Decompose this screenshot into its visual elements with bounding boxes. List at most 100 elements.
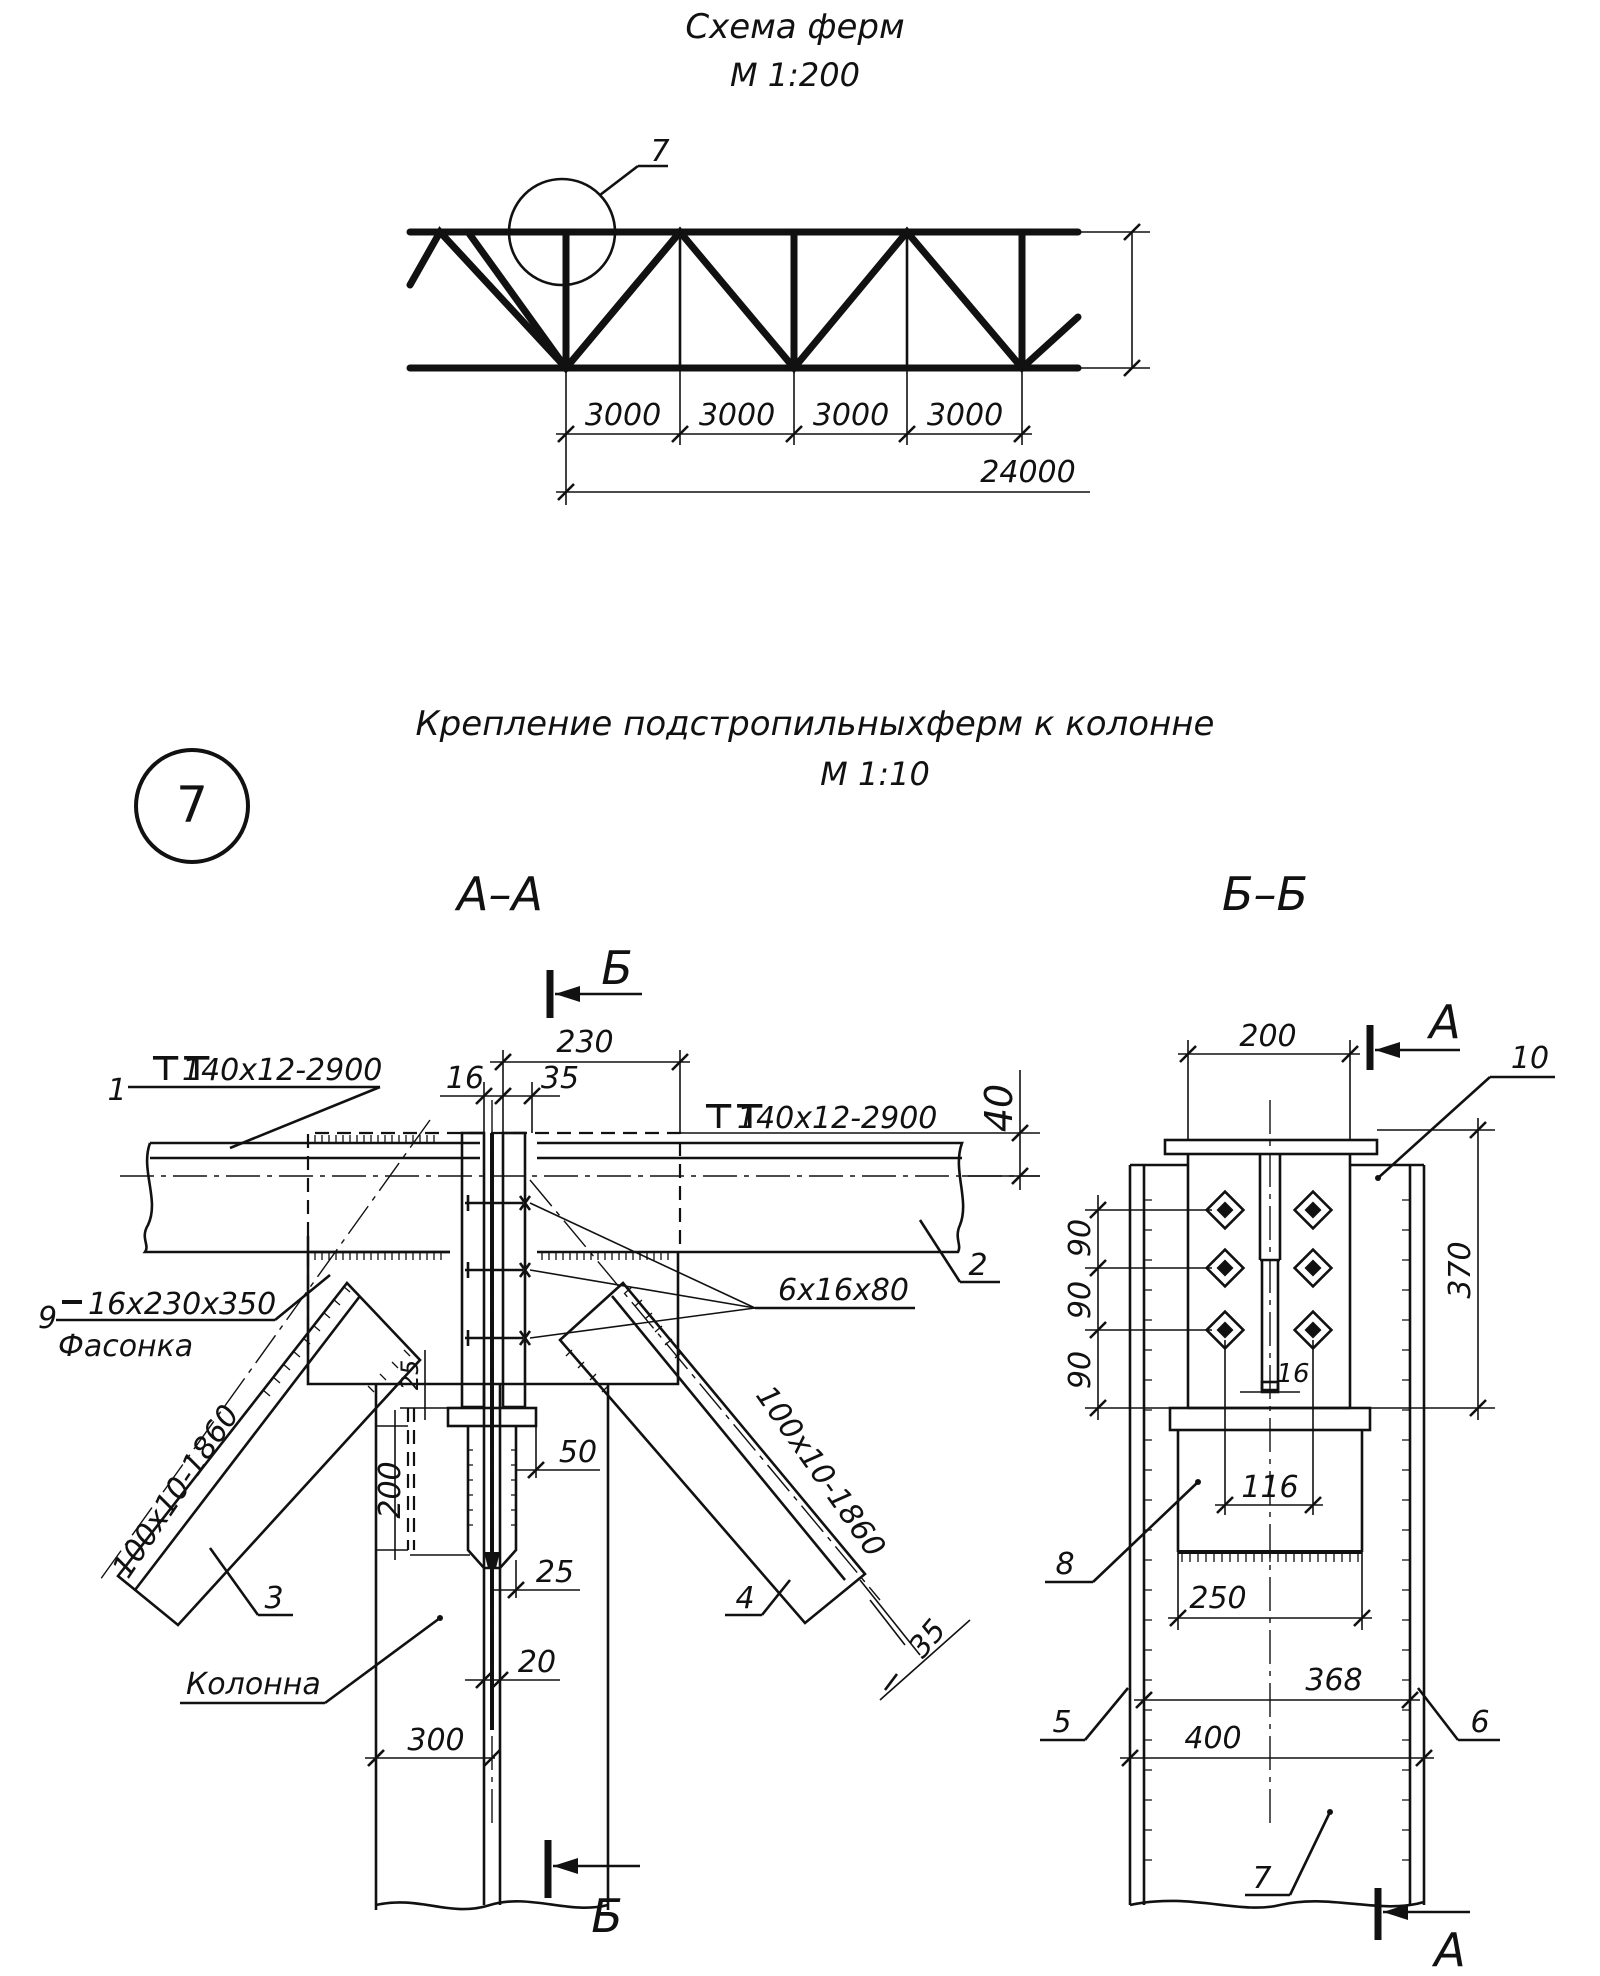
label-bolts-text: 6х16х80: [778, 1273, 909, 1308]
section-aa: А–А Б Б: [38, 867, 1040, 1943]
aa-dim-16-value: 16: [446, 1061, 484, 1096]
column: [374, 1384, 610, 1911]
bb-dim-250: 250: [1168, 1552, 1372, 1630]
aa-dim-50-value: 50: [559, 1435, 597, 1470]
truss-node-callout: 7: [507, 134, 670, 287]
label-pos1-number: 1: [107, 1073, 126, 1108]
cut-mark-b-top: Б: [546, 941, 642, 1018]
label-bolts: 6х16х80: [529, 1202, 915, 1339]
bb-bolts: [1204, 1189, 1334, 1351]
bb-dim-368: 368: [1134, 1663, 1420, 1709]
aa-dim-300-value: 300: [407, 1723, 464, 1758]
label-pos4: 4: [725, 1579, 792, 1617]
detail-title: Крепление подстропильныхферм к колонне: [416, 704, 1215, 744]
truss-panel-dim-3: 3000: [813, 398, 889, 433]
bb-label-pos10: 10: [1375, 1041, 1555, 1181]
label-pos9: 9 16х230х350 Фасонка: [38, 1273, 331, 1364]
aa-dim-40: 40: [680, 1070, 1040, 1190]
bb-dim-370: 370: [1362, 1118, 1495, 1420]
label-chord-right: ⊤⊤ 140х12-2900: [703, 1097, 937, 1137]
top-chord-right: [537, 1141, 965, 1254]
bb-dim-90c-value: 90: [1063, 1351, 1098, 1389]
detail-scale: М 1:10: [820, 755, 930, 793]
truss-span-dim-value: 24000: [980, 455, 1075, 490]
aa-dim-16-35: 16 35: [440, 1061, 579, 1133]
bb-support-block: [1168, 1406, 1372, 1562]
detail-heading: Крепление подстропильныхферм к колонне М…: [134, 704, 1215, 864]
bb-dim-250-value: 250: [1189, 1581, 1246, 1616]
detail-node-number: 7: [176, 776, 208, 834]
aa-dim-230: 230: [490, 1025, 690, 1133]
aa-dim-35b-value: 35: [902, 1613, 953, 1665]
double-angle-icon: ⊤⊤: [150, 1049, 212, 1089]
bb-label-pos5-number: 5: [1052, 1705, 1071, 1740]
bb-dim-116: 116: [1215, 1340, 1323, 1515]
label-pos3: 3: [208, 1547, 293, 1617]
label-pos1: 1 ⊤⊤ 140х12-2900: [107, 1049, 382, 1150]
truss-members: [406, 226, 1082, 374]
bb-dim-90s: 90 90 90: [1063, 1195, 1212, 1420]
bb-label-pos6-number: 6: [1470, 1705, 1489, 1740]
aa-dim-300: 300: [365, 1723, 501, 1767]
aa-dim-50: 50: [516, 1426, 600, 1479]
truss-height-dim: [1080, 223, 1150, 377]
truss-scheme-scale: М 1:200: [730, 56, 860, 94]
truss-panel-dim-2: 3000: [699, 398, 775, 433]
label-plate: 16х230х350: [88, 1287, 276, 1322]
label-diag-left-text: 100х10-1860: [106, 1399, 247, 1585]
label-pos9-number: 9: [38, 1301, 57, 1336]
bb-label-pos6: 6: [1416, 1687, 1500, 1742]
label-column-text: Колонна: [186, 1667, 321, 1702]
bb-label-pos8-number: 8: [1055, 1547, 1074, 1582]
bb-dim-200-value: 200: [1239, 1019, 1296, 1054]
label-pos4-number: 4: [735, 1581, 754, 1616]
bb-label-pos7-number: 7: [1252, 1861, 1271, 1896]
aa-dim-20: 20: [465, 1645, 560, 1689]
aa-dim-20-value: 20: [518, 1645, 556, 1680]
bolt-group: [465, 1195, 532, 1346]
aa-dim-40-value: 40: [977, 1084, 1021, 1132]
aa-dim-35-value: 35: [541, 1061, 579, 1096]
plate-icon: [62, 1300, 82, 1304]
label-plate-name: Фасонка: [58, 1329, 193, 1364]
weld-hatch-chords: [310, 1135, 669, 1260]
cut-label-a-top: А: [1426, 995, 1460, 1049]
truss-panel-dims: 3000 3000 3000 3000: [556, 368, 1032, 505]
label-pos2: 2: [918, 1219, 1000, 1284]
bb-dim-370-value: 370: [1443, 1241, 1478, 1298]
label-diag-right-text: 100х10-1860: [748, 1380, 892, 1564]
truss-span-dim: 24000: [556, 455, 1090, 501]
bb-label-pos5: 5: [1040, 1687, 1130, 1742]
truss-panel-dim-4: 3000: [927, 398, 1003, 433]
cut-mark-a-top: А: [1366, 995, 1461, 1070]
aa-dim-230-value: 230: [556, 1025, 613, 1060]
truss-node-number: 7: [650, 134, 669, 169]
bb-dim-400: 400: [1120, 1721, 1434, 1767]
truss-scheme: Схема ферм М 1:200 7: [406, 7, 1150, 505]
support-t: [446, 1406, 538, 1570]
bb-dim-116-value: 116: [1241, 1470, 1298, 1505]
bb-dim-16: 16: [1240, 1359, 1310, 1393]
diagonal-right: [529, 1179, 881, 1625]
label-chord-right-text: 140х12-2900: [737, 1101, 937, 1136]
label-diag-left: 100х10-1860: [106, 1399, 247, 1585]
top-chord-left: [142, 1141, 480, 1254]
aa-dim-35-diag: 35: [859, 1579, 971, 1701]
section-aa-label: А–А: [454, 867, 543, 921]
label-pos2-number: 2: [968, 1248, 987, 1283]
cut-mark-b-bottom: Б: [544, 1840, 640, 1943]
detail-node-marker: [134, 748, 250, 864]
aa-dim-25b-value: 25: [536, 1555, 574, 1590]
truss-panel-dim-1: 3000: [585, 398, 661, 433]
bb-label-pos8: 8: [1045, 1479, 1201, 1584]
bb-dim-400-value: 400: [1184, 1721, 1241, 1756]
label-column: Колонна: [180, 1615, 443, 1705]
aa-dim-25-top: 25: [396, 1350, 460, 1420]
bb-dim-90a-value: 90: [1063, 1219, 1098, 1257]
label-diag-right: 100х10-1860: [748, 1380, 892, 1564]
aa-dim-200: 200: [373, 1410, 470, 1560]
cut-label-b-top: Б: [601, 941, 633, 995]
diagonal-left: [99, 1119, 431, 1627]
double-angle-icon-right: ⊤⊤: [703, 1097, 765, 1137]
